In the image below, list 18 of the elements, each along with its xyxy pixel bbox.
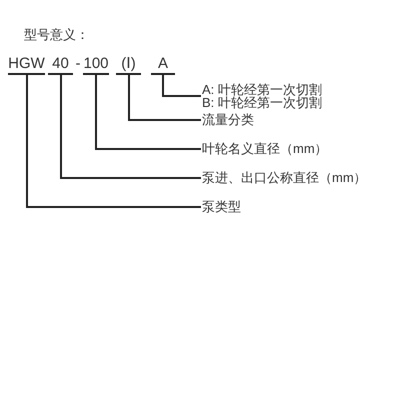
explanation-text: 泵进、出口公称直径（mm） bbox=[202, 169, 367, 187]
leader-line bbox=[162, 74, 201, 97]
leader-line bbox=[60, 74, 201, 179]
underlined-code: 100 bbox=[83, 54, 109, 75]
explanation-text: 叶轮名义直径（mm） bbox=[202, 140, 328, 158]
explanation-text: B: 叶轮经第一次切割 bbox=[202, 96, 322, 109]
leader-line bbox=[128, 74, 201, 121]
underlined-code: 40 bbox=[48, 54, 73, 75]
underlined-code: (Ⅰ) bbox=[116, 54, 141, 75]
underlined-code: HGW bbox=[8, 54, 45, 75]
underlined-code: A bbox=[151, 54, 175, 75]
hyphen: - bbox=[74, 54, 82, 73]
title: 型号意义： bbox=[24, 27, 89, 43]
explanation-text: 泵类型 bbox=[202, 198, 241, 216]
leader-line bbox=[26, 74, 201, 208]
explanation-text: 流量分类 bbox=[202, 111, 254, 129]
explanation-text: A: 叶轮经第一次切割 bbox=[202, 83, 322, 96]
leader-line bbox=[95, 74, 201, 150]
